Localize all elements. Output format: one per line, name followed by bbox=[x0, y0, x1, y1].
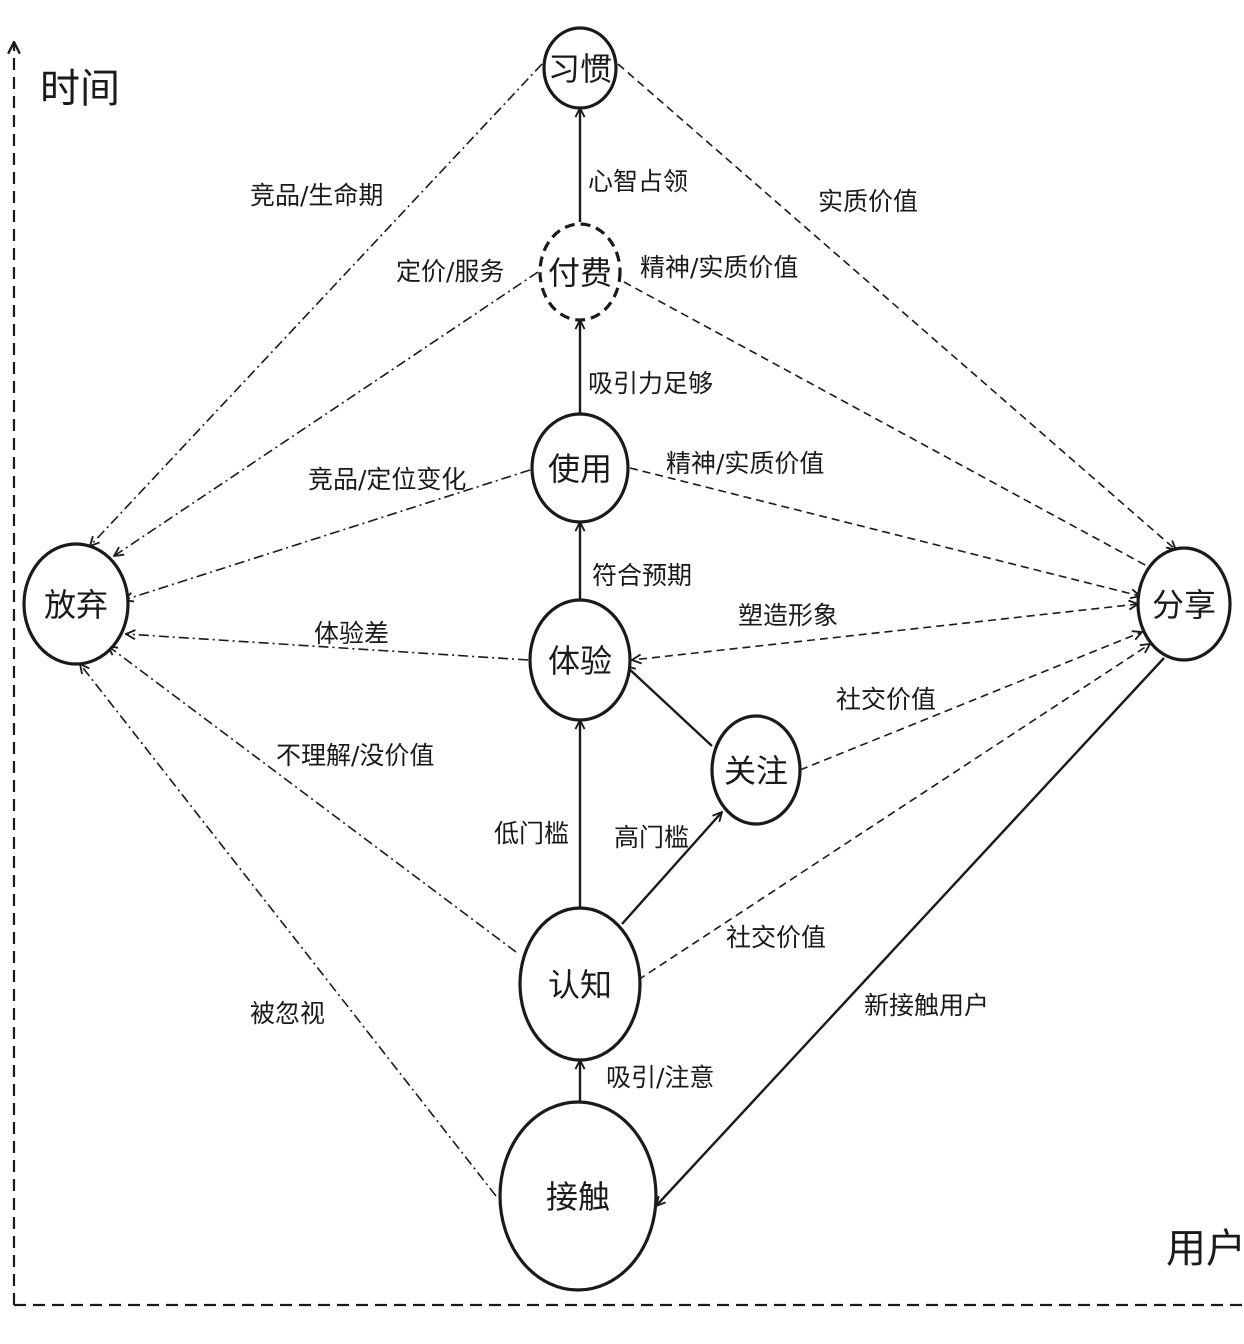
node-pay-label: 付费 bbox=[548, 254, 612, 292]
edge-experience-to-share bbox=[632, 604, 1138, 660]
time-axis-label: 时间 bbox=[40, 66, 120, 112]
label-use-to-share: 精神/实质价值 bbox=[666, 449, 824, 478]
edge-use-to-share bbox=[629, 467, 1140, 596]
edge-contact-to-abandon bbox=[80, 664, 497, 1197]
node-cognition-label: 认知 bbox=[548, 966, 612, 1004]
label-experience-to-share: 塑造形象 bbox=[738, 601, 838, 630]
node-abandon-label: 放弃 bbox=[44, 586, 108, 624]
label-habit-to-abandon: 竞品/生命期 bbox=[250, 181, 383, 210]
user-count-axis-label: 用户数 bbox=[1166, 1226, 1244, 1272]
node-cognition: 认知 bbox=[518, 906, 642, 1062]
node-contact-label: 接触 bbox=[546, 1178, 610, 1216]
edge-follow-to-experience bbox=[626, 666, 713, 747]
node-experience-label: 体验 bbox=[548, 642, 612, 680]
node-use: 使用 bbox=[530, 412, 630, 524]
node-experience: 体验 bbox=[528, 598, 632, 722]
edge-pay-to-abandon bbox=[114, 271, 539, 556]
label-share-to-contact: 新接触用户 bbox=[864, 991, 989, 1020]
label-contact-to-abandon: 被忽视 bbox=[250, 999, 325, 1028]
node-abandon: 放弃 bbox=[22, 542, 130, 666]
label-pay-to-share: 精神/实质价值 bbox=[640, 253, 798, 282]
node-share-label: 分享 bbox=[1152, 586, 1216, 624]
edge-share-to-contact bbox=[656, 657, 1165, 1206]
label-experience-to-abandon: 体验差 bbox=[314, 619, 389, 648]
node-contact: 接触 bbox=[498, 1100, 658, 1292]
label-cognition-to-abandon: 不理解/没价值 bbox=[276, 741, 434, 770]
edge-habit-to-share bbox=[617, 63, 1176, 550]
node-habit: 习惯 bbox=[542, 26, 618, 110]
label-cognition-to-share: 社交价值 bbox=[726, 923, 826, 952]
label-cognition-to-follow: 高门槛 bbox=[614, 823, 689, 852]
edge-cognition-to-abandon bbox=[108, 646, 517, 953]
label-follow-to-share: 社交价值 bbox=[836, 685, 936, 714]
label-contact-to-cognition: 吸引/注意 bbox=[606, 1063, 714, 1092]
edge-cognition-to-follow bbox=[621, 812, 722, 925]
edge-use-to-abandon bbox=[124, 469, 531, 600]
edge-pay-to-share bbox=[623, 281, 1158, 572]
label-habit-to-share: 实质价值 bbox=[818, 187, 918, 216]
node-habit-label: 习惯 bbox=[548, 50, 612, 88]
node-use-label: 使用 bbox=[548, 450, 612, 488]
label-use-to-abandon: 竞品/定位变化 bbox=[308, 465, 466, 494]
node-follow: 关注 bbox=[710, 714, 802, 826]
edge-cognition-to-share bbox=[637, 644, 1150, 981]
label-experience-to-use: 符合预期 bbox=[592, 561, 692, 590]
node-follow-label: 关注 bbox=[724, 752, 788, 790]
label-use-to-pay: 吸引力足够 bbox=[588, 369, 713, 398]
node-pay: 付费 bbox=[538, 222, 622, 322]
label-cognition-to-experience: 低门槛 bbox=[494, 819, 569, 848]
label-pay-to-habit: 心智占领 bbox=[588, 167, 688, 196]
edge-experience-to-abandon bbox=[126, 634, 529, 661]
label-pay-to-abandon: 定价/服务 bbox=[396, 257, 504, 286]
node-share: 分享 bbox=[1136, 546, 1232, 662]
edge-follow-to-share bbox=[799, 632, 1142, 771]
